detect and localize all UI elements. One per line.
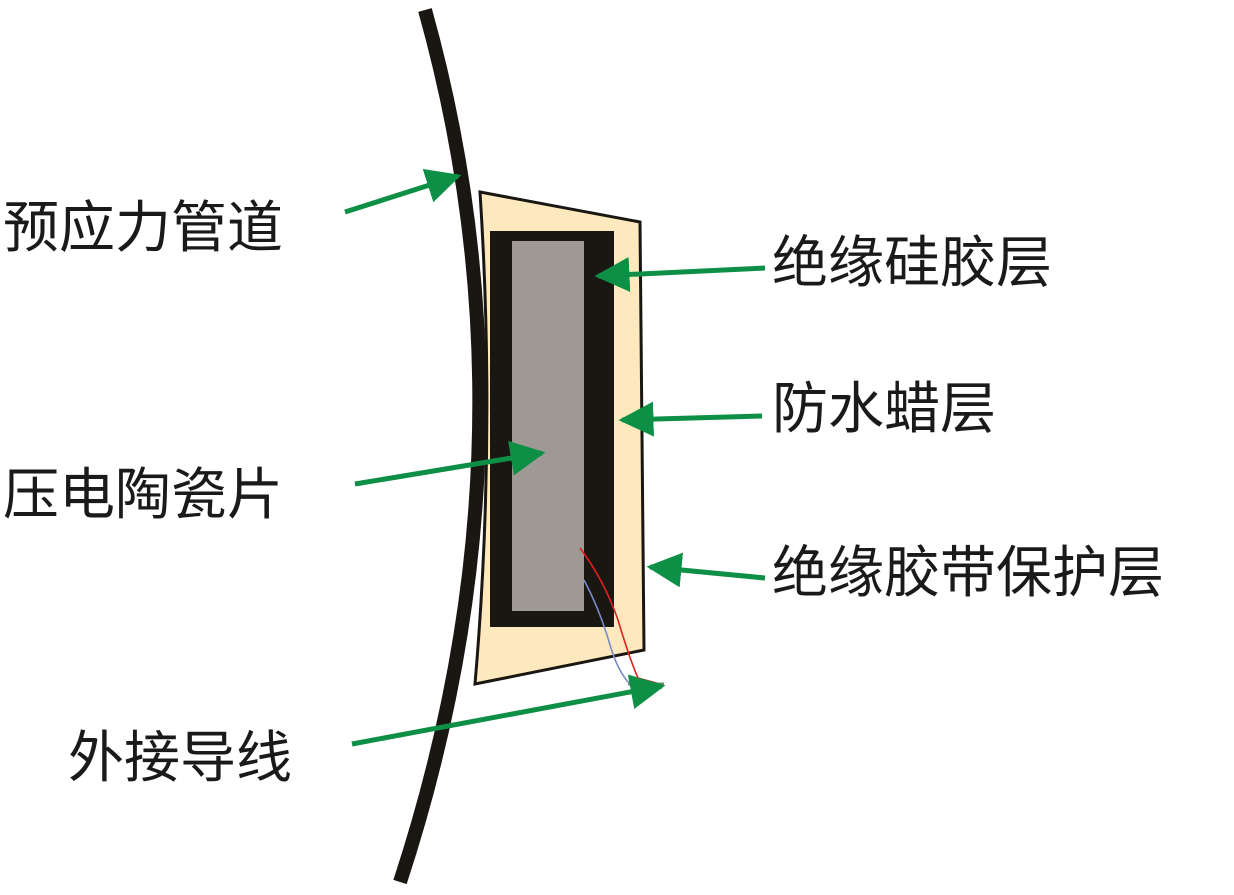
arrow-piezo — [354, 440, 546, 487]
arrow-duct — [344, 168, 462, 215]
label-wire: 外接导线 — [68, 726, 292, 791]
label-tape: 绝缘胶带保护层 — [772, 541, 1164, 606]
arrow-wax — [618, 401, 763, 437]
label-wax: 防水蜡层 — [772, 377, 996, 442]
label-piezo: 压电陶瓷片 — [3, 463, 283, 528]
label-duct: 预应力管道 — [3, 196, 283, 261]
wire-blue — [583, 579, 661, 687]
wire-red — [579, 547, 661, 685]
piezo-ceramic-plate — [512, 241, 584, 611]
label-silicone: 绝缘硅胶层 — [772, 231, 1052, 296]
prestressed-duct-wall — [393, 8, 487, 885]
arrow-wire — [351, 674, 666, 747]
arrow-tape — [646, 552, 766, 588]
arrow-silicone — [594, 257, 766, 292]
